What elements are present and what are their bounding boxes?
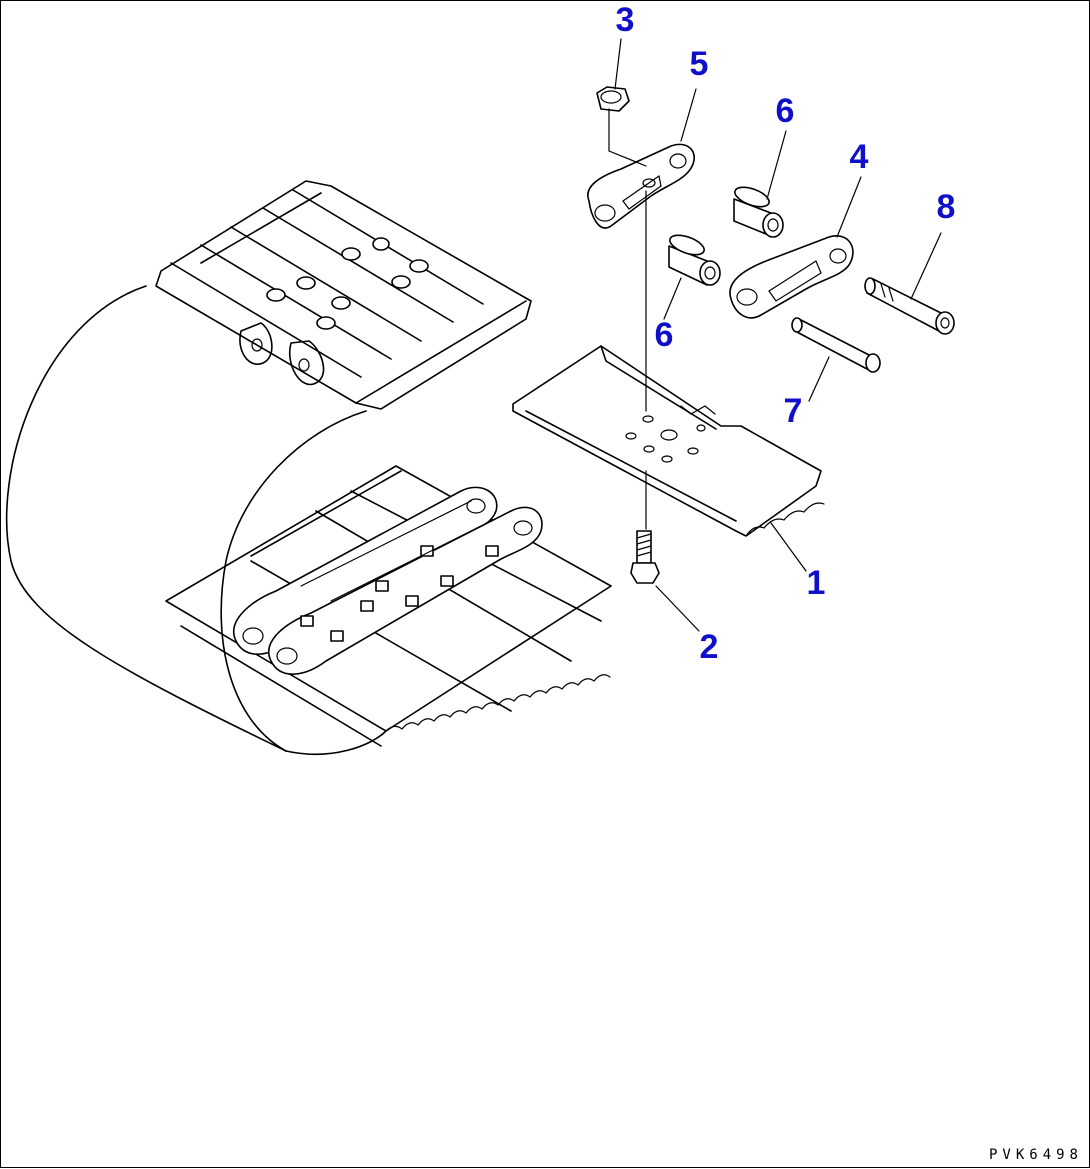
callout-2: 2 (699, 628, 719, 666)
link-nuts (300, 545, 499, 642)
callout-4: 4 (849, 138, 869, 176)
callout-5: 5 (689, 45, 709, 83)
link-part-5 (587, 143, 695, 229)
pin-part-7 (791, 317, 881, 373)
link-part-4 (729, 235, 854, 319)
callout-6-lower: 6 (654, 316, 674, 354)
master-pin-part-8 (864, 277, 955, 335)
upper-track-section (155, 180, 532, 410)
callout-6-upper: 6 (775, 92, 795, 130)
drawing-reference-code: PVK6498 (988, 1147, 1083, 1163)
shoe-part-1 (512, 345, 825, 537)
track-loop-outline (5, 285, 387, 755)
callout-3: 3 (615, 1, 635, 39)
bushing-part-6-upper (733, 186, 784, 238)
shoe-bolt-part-2 (630, 530, 660, 584)
nut-part-3 (596, 86, 630, 112)
assembly-lines (608, 108, 647, 530)
upper-shoe-bolts (266, 237, 429, 330)
bushing-part-6-lower (668, 234, 721, 286)
callout-1: 1 (806, 564, 826, 602)
leader-lines (614, 38, 942, 632)
lower-track-section (165, 465, 612, 747)
callout-7: 7 (783, 392, 803, 430)
callout-8: 8 (936, 188, 956, 226)
